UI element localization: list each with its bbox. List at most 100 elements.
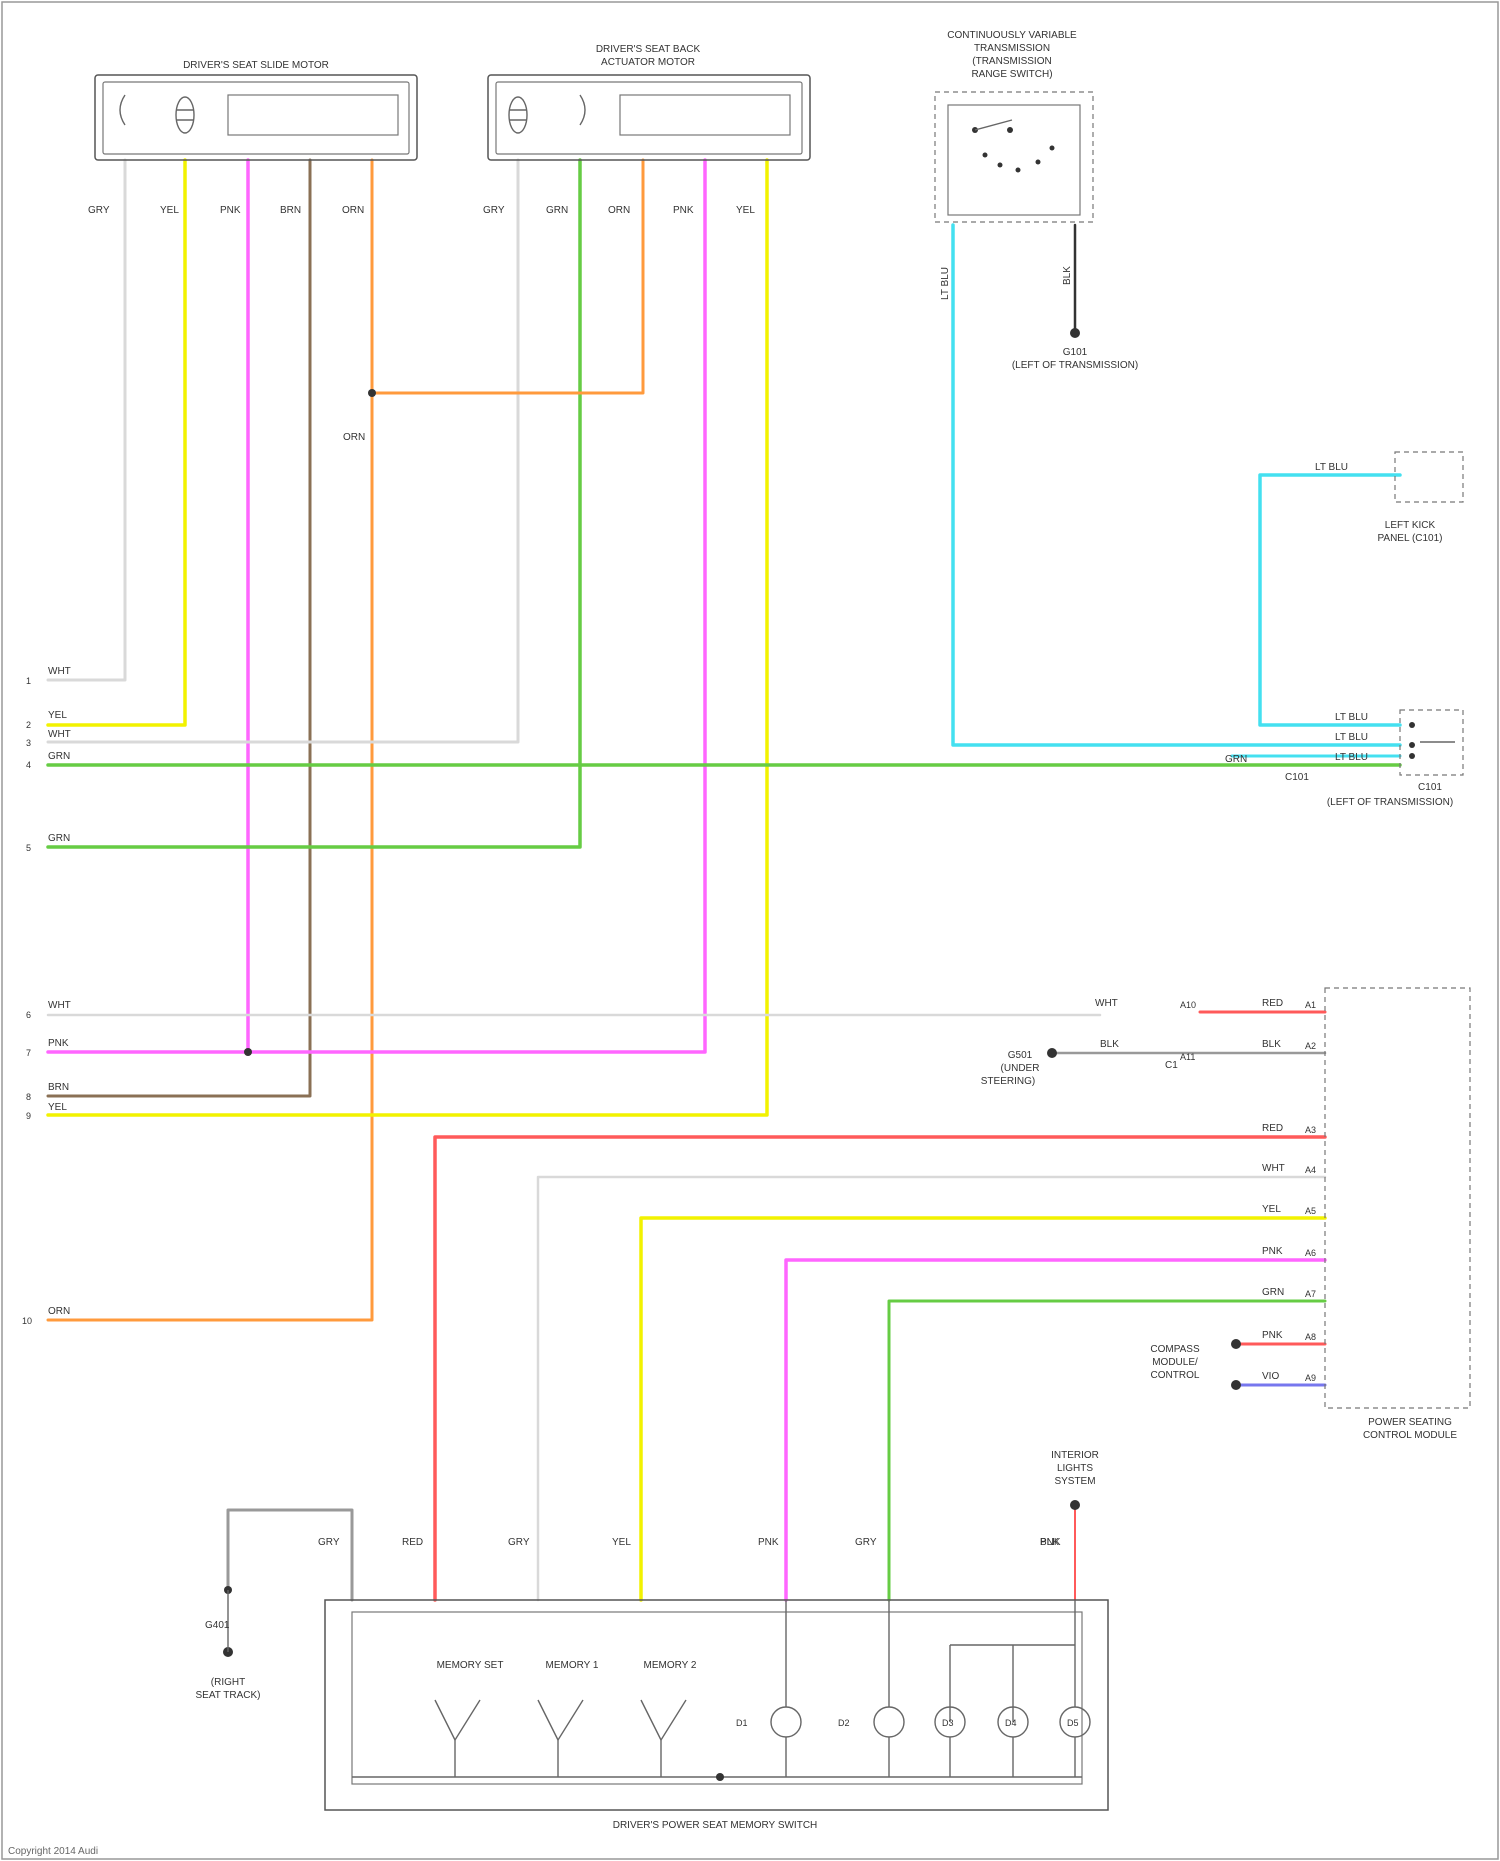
pin-left-4: 4 (26, 760, 31, 770)
interior-label-1: INTERIOR (1051, 1450, 1099, 1461)
pin-left-9: 9 (26, 1111, 31, 1121)
wl-c101-blu2: LT BLU (1335, 732, 1368, 743)
wire-slide-orn (48, 160, 372, 1320)
wire-slide-brn (48, 160, 310, 1096)
wl-pm-wht: WHT (1095, 998, 1118, 1009)
wire-pm-wht (538, 1177, 1325, 1600)
pin-left-8: 8 (26, 1092, 31, 1102)
wl-pm-wht2: WHT (1262, 1163, 1285, 1174)
splice-compass-1 (1231, 1339, 1241, 1349)
pin-left-7: 7 (26, 1048, 31, 1058)
g501-label-3: STEERING) (981, 1076, 1035, 1087)
wire-pm-red-main (435, 1137, 1325, 1600)
wire-pm-yel (641, 1218, 1325, 1600)
wl-left-3: WHT (48, 729, 71, 740)
wl-pm-blk2: BLK (1100, 1039, 1119, 1050)
wire-recline-pnk (48, 160, 705, 1052)
splice-g101 (1070, 328, 1080, 338)
wl-bot-gry3: GRY (855, 1537, 877, 1548)
g101-label-2: (LEFT OF TRANSMISSION) (1012, 360, 1138, 371)
wl-sl1: GRY (88, 205, 110, 216)
g401-label-2: (RIGHT (211, 1677, 245, 1688)
wl-bot-gry2: GRY (508, 1537, 530, 1548)
wl-pm-red: RED (1262, 998, 1283, 1009)
wl-left-2: YEL (48, 710, 67, 721)
g401-label-3: SEAT TRACK) (195, 1690, 260, 1701)
recline-motor-title-1: DRIVER'S SEAT BACK (596, 44, 701, 55)
wl-sl3: PNK (220, 205, 241, 216)
left-kick-panel-connector: LT BLU LEFT KICK PANEL (C101) (1315, 452, 1463, 544)
led-d1: D1 (736, 1718, 748, 1728)
wl-rc3: ORN (608, 205, 630, 216)
pin-left-10: 10 (22, 1316, 32, 1326)
interior-label-2: LIGHTS (1057, 1463, 1093, 1474)
splice-pnk (244, 1048, 252, 1056)
g501-label-1: G501 (1008, 1050, 1033, 1061)
pm-pin-a4: A4 (1305, 1165, 1316, 1175)
wire-recline-gry (48, 160, 518, 742)
wl-left-4: GRN (48, 751, 70, 762)
slide-motor-title: DRIVER'S SEAT SLIDE MOTOR (183, 60, 329, 71)
wl-rc1: GRY (483, 205, 505, 216)
memory-1-label: MEMORY 1 (546, 1660, 599, 1671)
wl-left-9: YEL (48, 1102, 67, 1113)
led-d3: D3 (942, 1718, 954, 1728)
wl-left-5: GRN (48, 833, 70, 844)
pm-pin-a7: A7 (1305, 1289, 1316, 1299)
interior-label-3: SYSTEM (1054, 1476, 1095, 1487)
pm-pin-a1: A1 (1305, 1000, 1316, 1010)
wl-pm-pnk2: PNK (1262, 1330, 1283, 1341)
wl-sl5: ORN (342, 205, 364, 216)
pin-left-6: 6 (26, 1010, 31, 1020)
pin-left-3: 3 (26, 738, 31, 748)
led-d2: D2 (838, 1718, 850, 1728)
g501-label-2: (UNDER (1001, 1063, 1040, 1074)
wire-tr-blu (953, 225, 1400, 745)
wl-rc2: GRN (546, 205, 568, 216)
wire-kick-blu (1260, 475, 1400, 725)
wl-pm-pnk: PNK (1262, 1246, 1283, 1257)
wire-pm-pnk (786, 1260, 1325, 1600)
wl-left-10: ORN (48, 1306, 70, 1317)
tr-title-3: (TRANSMISSION (972, 56, 1051, 67)
compass-module-control: COMPASS MODULE/ CONTROL (1150, 1344, 1200, 1381)
kick-label-1: LEFT KICK (1385, 520, 1436, 531)
interior-lights-system: INTERIOR LIGHTS SYSTEM BLK (1040, 1450, 1099, 1548)
wl-pm-grn: GRN (1262, 1287, 1284, 1298)
wl-kick-blu: LT BLU (1315, 462, 1348, 473)
wire-pm-grn (889, 1301, 1325, 1600)
driver-seat-slide-motor: DRIVER'S SEAT SLIDE MOTOR GRY YEL PNK BR… (88, 60, 417, 216)
wl-bot-pnk: PNK (758, 1537, 779, 1548)
wire-bot-gry (228, 1510, 352, 1600)
ground-g401: G401 (RIGHT SEAT TRACK) (195, 1590, 260, 1701)
wl-left-6: WHT (48, 1000, 71, 1011)
wl-left-1: WHT (48, 666, 71, 677)
driver-seat-back-actuator-motor: DRIVER'S SEAT BACK ACTUATOR MOTOR GRY GR… (483, 44, 810, 216)
wl-pm-vio: VIO (1262, 1371, 1279, 1382)
wl-left-7: PNK (48, 1038, 69, 1049)
wire-recline-orn (372, 160, 643, 393)
pin-left-2: 2 (26, 720, 31, 730)
wl-bot-gry: GRY (318, 1537, 340, 1548)
wl-rc4: PNK (673, 205, 694, 216)
pm-pin-a3: A3 (1305, 1125, 1316, 1135)
ground-g101: G101 (LEFT OF TRANSMISSION) (1012, 347, 1138, 371)
wl-sl2: YEL (160, 205, 179, 216)
tr-title-2: TRANSMISSION (974, 43, 1050, 54)
wl-c101-blu1: LT BLU (1335, 712, 1368, 723)
compass-label-3: CONTROL (1151, 1370, 1200, 1381)
wl-c101-conn: C101 (1285, 772, 1309, 783)
compass-label-2: MODULE/ (1152, 1357, 1198, 1368)
pm-pin-a2: A2 (1305, 1041, 1316, 1051)
g101-label-1: G101 (1063, 347, 1088, 358)
wl-pm-yel: YEL (1262, 1204, 1281, 1215)
pm-pin-a8: A8 (1305, 1332, 1316, 1342)
wl-pm-red2: RED (1262, 1123, 1283, 1134)
compass-label-1: COMPASS (1150, 1344, 1200, 1355)
wl-bot-red: RED (402, 1537, 423, 1548)
pm-pin-a9: A9 (1305, 1373, 1316, 1383)
wl-rc5: YEL (736, 205, 755, 216)
wl-c1: C1 (1165, 1060, 1178, 1071)
